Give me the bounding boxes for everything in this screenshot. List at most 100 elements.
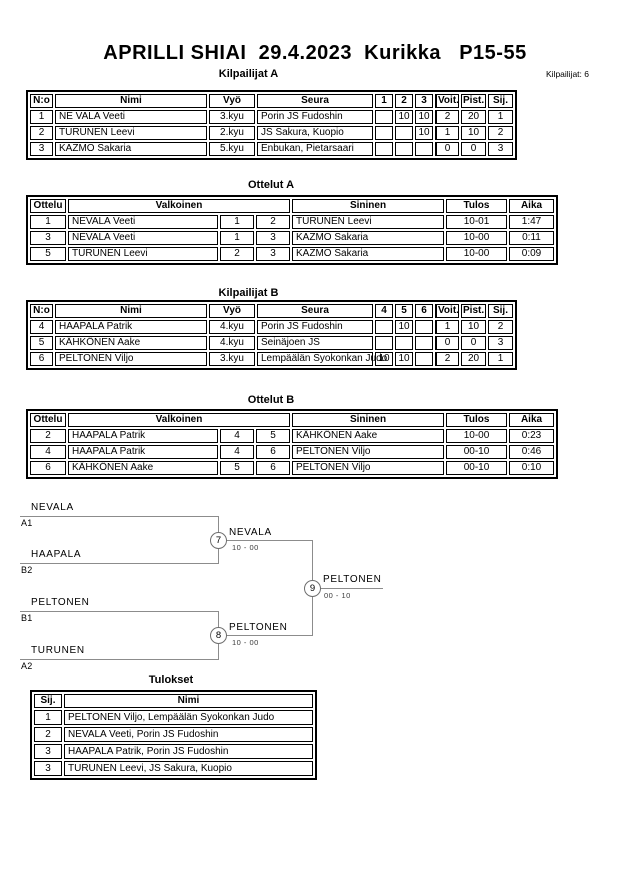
cell-club: Porin JS Fudoshin: [257, 110, 373, 124]
cell-name: PELTONEN Viljo, Lempäälän Syokonkan Judo: [64, 710, 313, 725]
cell-white-no: 1: [220, 231, 254, 245]
cell-blue-no: 5: [256, 429, 290, 443]
cell-club: JS Sakura, Kuopio: [257, 126, 373, 140]
cell-time: 0:10: [509, 461, 554, 475]
bracket-score-label: 10 - 00: [232, 638, 259, 647]
col-club: Seura: [257, 94, 373, 108]
col-place: Sij.: [488, 94, 513, 108]
col-time: Aika: [509, 199, 554, 213]
cell-white-no: 2: [220, 247, 254, 261]
results-table: Sij. Nimi 1 PELTONEN Viljo, Lempäälän Sy…: [30, 690, 317, 780]
section-title-results: Tulokset: [148, 674, 194, 686]
cell-score: 10-00: [446, 247, 507, 261]
bracket-line: [20, 611, 218, 612]
cell-match-no: 3: [30, 231, 66, 245]
cell-place: 1: [488, 352, 513, 366]
bracket-match-circle: 9: [304, 580, 321, 597]
cell-blue-no: 6: [256, 445, 290, 459]
cell-no: 3: [30, 142, 53, 156]
cell-r3: [415, 320, 433, 334]
cell-place: 3: [34, 744, 62, 759]
cell-white-name: HAAPALA Patrik: [68, 429, 218, 443]
table-header-row: N:o Nimi Vyö Seura 1 2 3 Voit. Pist. Sij…: [30, 94, 513, 108]
cell-wins: 1: [435, 320, 459, 334]
cell-place: 3: [488, 142, 513, 156]
cell-name: NE VALA Veeti: [55, 110, 207, 124]
col-r3: 6: [415, 304, 433, 318]
cell-no: 2: [30, 126, 53, 140]
competitors-a-table: N:o Nimi Vyö Seura 1 2 3 Voit. Pist. Sij…: [26, 90, 517, 160]
cell-place: 1: [34, 710, 62, 725]
table-row: 5 KÄHKÖNEN Aake 4.kyu Seinäjoen JS 0 0 3: [30, 336, 513, 350]
table-row: 3 NEVALA Veeti 1 3 KAZMO Sakaria 10-00 0…: [30, 231, 554, 245]
bracket-winner-label: NEVALA: [229, 527, 272, 538]
cell-blue-no: 2: [256, 215, 290, 229]
cell-no: 5: [30, 336, 53, 350]
bracket-line: [20, 659, 218, 660]
table-row: 3 HAAPALA Patrik, Porin JS Fudoshin: [34, 744, 313, 759]
bracket-player-label: HAAPALA: [31, 549, 82, 560]
bracket-winner-label: PELTONEN: [323, 574, 382, 585]
cell-score: 10-00: [446, 429, 507, 443]
col-match: Ottelu: [30, 413, 66, 427]
cell-belt: 2.kyu: [209, 126, 255, 140]
cell-belt: 4.kyu: [209, 336, 255, 350]
bracket-player-label: PELTONEN: [31, 597, 90, 608]
table-row: 6 PELTONEN Viljo 3.kyu Lempäälän Syokonk…: [30, 352, 513, 366]
col-r1: 1: [375, 94, 393, 108]
cell-r3: 10: [415, 110, 433, 124]
cell-r1: [375, 110, 393, 124]
cell-r2: 10: [395, 110, 413, 124]
cell-no: 6: [30, 352, 53, 366]
cell-blue-name: KAZMO Sakaria: [292, 231, 444, 245]
cell-place: 2: [34, 727, 62, 742]
cell-place: 2: [488, 320, 513, 334]
col-r2: 2: [395, 94, 413, 108]
cell-match-no: 6: [30, 461, 66, 475]
section-title-matches-b: Ottelut B: [247, 394, 295, 406]
cell-name: PELTONEN Viljo: [55, 352, 207, 366]
cell-place: 1: [488, 110, 513, 124]
cell-wins: 0: [435, 336, 459, 350]
cell-belt: 4.kyu: [209, 320, 255, 334]
cell-name: TURUNEN Leevi: [55, 126, 207, 140]
bracket-match-circle: 7: [210, 532, 227, 549]
col-no: N:o: [30, 304, 53, 318]
cell-r3: [415, 352, 433, 366]
cell-club: Seinäjoen JS: [257, 336, 373, 350]
cell-name: NEVALA Veeti, Porin JS Fudoshin: [64, 727, 313, 742]
table-row: 3 KAZMO Sakaria 5.kyu Enbukan, Pietarsaa…: [30, 142, 513, 156]
cell-club: Porin JS Fudoshin: [257, 320, 373, 334]
table-row: 1 PELTONEN Viljo, Lempäälän Syokonkan Ju…: [34, 710, 313, 725]
cell-place: 3: [34, 761, 62, 776]
table-row: 1 NE VALA Veeti 3.kyu Porin JS Fudoshin …: [30, 110, 513, 124]
table-row: 4 HAAPALA Patrik 4.kyu Porin JS Fudoshin…: [30, 320, 513, 334]
participants-count: Kilpailijat: 6: [546, 69, 589, 79]
table-row: 3 TURUNEN Leevi, JS Sakura, Kuopio: [34, 761, 313, 776]
cell-no: 4: [30, 320, 53, 334]
cell-belt: 3.kyu: [209, 110, 255, 124]
bracket-line: [312, 588, 383, 589]
col-score: Tulos: [446, 199, 507, 213]
table-row: 2 HAAPALA Patrik 4 5 KÄHKÖNEN Aake 10-00…: [30, 429, 554, 443]
col-match: Ottelu: [30, 199, 66, 213]
bracket-score-label: 00 - 10: [324, 591, 351, 600]
cell-place: 3: [488, 336, 513, 350]
cell-r2: [395, 142, 413, 156]
cell-white-no: 5: [220, 461, 254, 475]
competitors-b-table: N:o Nimi Vyö Seura 4 5 6 Voit. Pist. Sij…: [26, 300, 517, 370]
cell-score: 10-01: [446, 215, 507, 229]
cell-blue-no: 6: [256, 461, 290, 475]
section-title-competitors-b: Kilpailijat B: [218, 287, 279, 299]
col-time: Aika: [509, 413, 554, 427]
cell-blue-name: PELTONEN Viljo: [292, 461, 444, 475]
cell-blue-name: KAZMO Sakaria: [292, 247, 444, 261]
bracket-line: [20, 563, 218, 564]
col-r2: 5: [395, 304, 413, 318]
section-title-matches-a: Ottelut A: [247, 179, 295, 191]
cell-time: 0:11: [509, 231, 554, 245]
col-name: Nimi: [55, 304, 207, 318]
table-row: 1 NEVALA Veeti 1 2 TURUNEN Leevi 10-01 1…: [30, 215, 554, 229]
table-header-row: N:o Nimi Vyö Seura 4 5 6 Voit. Pist. Sij…: [30, 304, 513, 318]
cell-wins: 2: [435, 110, 459, 124]
